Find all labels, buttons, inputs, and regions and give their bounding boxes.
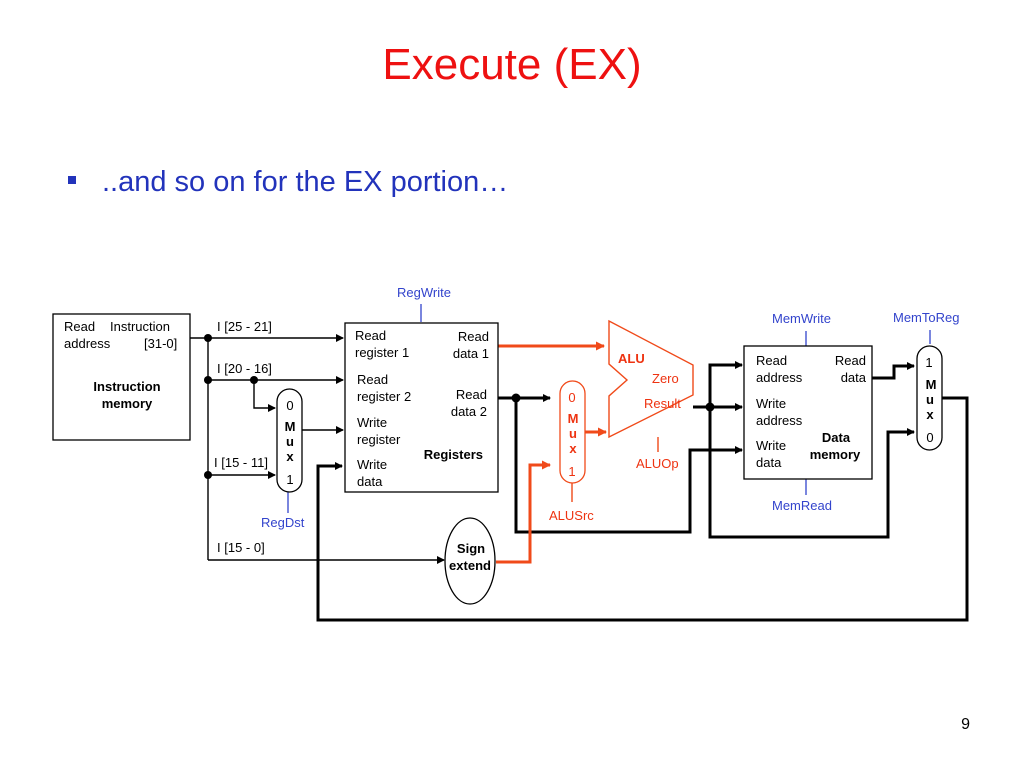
field-rd-label: I [15 - 11] [214,455,268,470]
regdst-mux-letter-x: x [286,449,294,464]
memread-signal-label: MemRead [772,498,832,513]
regdst-mux: 0 M u x 1 [276,388,303,493]
reg-read-data-2-line1: Read [456,387,487,402]
junction-dot [705,402,715,412]
data-memory: Read address Write address Write data Re… [743,345,873,480]
instruction-bus-wire [190,337,209,560]
read-address-bus [708,361,743,407]
sign-extend-out-bus [496,460,551,564]
reg-read-data-1-line1: Read [458,329,489,344]
dm-write-data-line2: data [756,455,782,470]
dm-read-address-line2: address [756,370,803,385]
memtoreg-mux-letter-x: x [926,407,934,422]
junction-dot [204,334,212,342]
dm-name-line2: memory [810,447,861,462]
store-data-bus [514,398,743,534]
junction-dot [204,376,212,384]
memwrite-signal-label: MemWrite [772,311,831,326]
instruction-memory: Read Instruction address [31-0] Instruct… [52,313,191,441]
im-name-line1: Instruction [93,379,160,394]
field-rt-label: I [20 - 16] [217,361,272,376]
im-bits-label: [31-0] [144,336,177,351]
alu-result-label: Result [644,396,681,411]
reg-name-label: Registers [424,447,483,462]
reg-read-register-1-line2: register 1 [355,345,409,360]
reg-write-register-line1: Write [357,415,387,430]
alusrc-mux-letter-u: u [569,426,577,441]
reg-read-data-2-line2: data 2 [451,404,487,419]
alusrc-mux-in0: 0 [568,390,575,405]
sign-extend-line1: Sign [457,541,485,556]
dm-write-address-line2: address [756,413,803,428]
register-file: Read register 1 Read register 2 Write re… [344,322,499,493]
dm-read-data-line2: data [841,370,867,385]
dm-read-data-line1: Read [835,353,866,368]
mem-read-data-bus [872,362,915,380]
junction-dot [204,471,212,479]
im-read-label: Read [64,319,95,334]
field-rs-label: I [25 - 21] [217,319,272,334]
dm-read-address-line1: Read [756,353,787,368]
alusrc-mux-in1: 1 [568,464,575,479]
regdst-mux-letter-m: M [285,419,296,434]
dm-name-line1: Data [822,430,851,445]
bullet-point: ..and so on for the EX portion… [68,166,508,199]
reg-write-register-line2: register [357,432,401,447]
bullet-square-icon [68,176,76,184]
junction-dot [511,393,521,403]
im-instruction-label: Instruction [110,319,170,334]
dm-write-address-line1: Write [756,396,786,411]
memtoreg-mux: 1 M u x 0 [916,345,943,451]
reg-read-data-1-line2: data 1 [453,346,489,361]
writeback-bus [316,396,969,622]
alusrc-mux: 0 M u x 1 [559,380,586,484]
im-name-line2: memory [102,396,153,411]
regdst-mux-in0: 0 [286,398,293,413]
regwrite-signal-label: RegWrite [397,285,451,300]
sign-extend-line2: extend [449,558,491,573]
reg-read-register-2-line2: register 2 [357,389,411,404]
reg-write-data-line2: data [357,474,383,489]
alu-bypass-bus [708,407,915,539]
alu: ALU Zero Result [608,319,694,439]
slide-title: Execute (EX) [382,40,642,89]
memtoreg-mux-letter-m: M [926,377,937,392]
regdst-signal-label: RegDst [261,515,305,530]
alusrc-mux-letter-m: M [568,411,579,426]
bullet-text: ..and so on for the EX portion… [102,166,509,198]
memtoreg-mux-letter-u: u [926,392,934,407]
memtoreg-mux-in1: 1 [925,355,932,370]
reg-read-register-1-line1: Read [355,328,386,343]
aluop-signal-label: ALUOp [636,456,679,471]
alusrc-mux-letter-x: x [569,441,577,456]
reg-read-register-2-line1: Read [357,372,388,387]
alu-zero-label: Zero [652,371,679,386]
alu-name-label: ALU [618,351,645,366]
memtoreg-mux-in0: 0 [926,430,933,445]
reg-write-data-line1: Write [357,457,387,472]
regdst-mux-in1: 1 [286,472,293,487]
page-number: 9 [961,716,970,733]
junction-dot [250,376,258,384]
wires [190,304,969,622]
im-address-label: address [64,336,111,351]
alusrc-signal-label: ALUSrc [549,508,594,523]
field-imm-label: I [15 - 0] [217,540,265,555]
sign-extend-unit: Sign extend [444,517,496,605]
regdst-mux-letter-u: u [286,434,294,449]
junction-dots [204,334,715,479]
dm-write-data-line1: Write [756,438,786,453]
memtoreg-signal-label: MemToReg [893,310,959,325]
rt-to-mux-wire [253,380,276,412]
